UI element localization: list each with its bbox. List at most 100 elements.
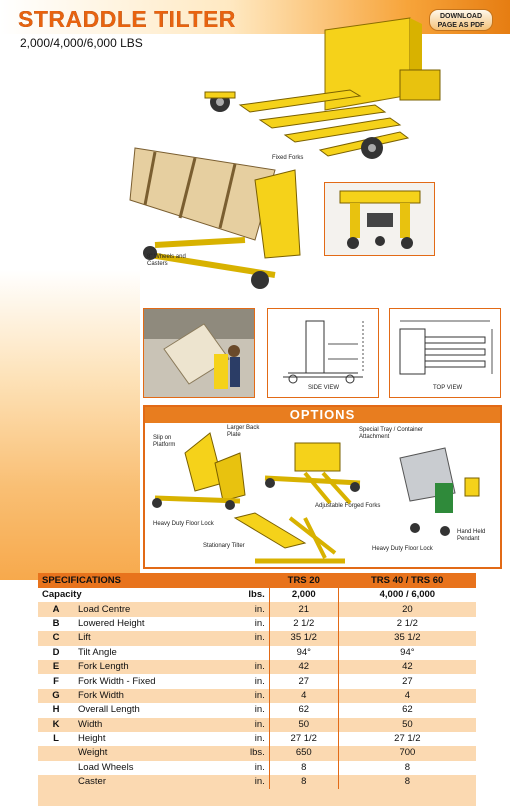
spec-letter bbox=[38, 746, 74, 761]
download-label-line2: PAGE AS PDF bbox=[437, 22, 485, 29]
spec-value-trs20: 94° bbox=[268, 645, 339, 660]
tilted-pallet-photo bbox=[125, 140, 305, 295]
table-header-row: SPECIFICATIONS TRS 20 TRS 40 / TRS 60 bbox=[38, 573, 476, 588]
spec-label: Caster bbox=[74, 775, 221, 790]
page-title: STRADDLE TILTER bbox=[18, 6, 236, 32]
spec-value-trs40-60: 2 1/2 bbox=[337, 616, 476, 632]
spec-letter: G bbox=[38, 688, 74, 704]
header-bar bbox=[0, 0, 510, 34]
spec-letter: E bbox=[38, 659, 74, 675]
option-floor-lock-right: Heavy Duty Floor Lock bbox=[372, 546, 433, 552]
spec-letter bbox=[38, 760, 74, 776]
spec-value-trs40-60: 20 bbox=[337, 602, 476, 617]
side-view-drawing: SIDE VIEW bbox=[267, 308, 379, 398]
spec-letter: C bbox=[38, 631, 74, 646]
spec-value-trs20: 21 bbox=[268, 602, 339, 617]
spec-unit: in. bbox=[220, 703, 270, 718]
main-product-photo bbox=[200, 10, 450, 170]
spec-unit: in. bbox=[220, 616, 270, 632]
option-larger-back-plate: Larger Back Plate bbox=[227, 425, 260, 438]
spec-unit: in. bbox=[220, 631, 270, 646]
spec-value-trs40-60: 27 bbox=[337, 674, 476, 689]
spec-value-trs20: 42 bbox=[268, 659, 339, 675]
top-view-drawing: TOP VIEW bbox=[389, 308, 501, 398]
spec-label: Fork Length bbox=[74, 659, 221, 675]
spec-value-trs20: 650 bbox=[268, 746, 339, 761]
specifications-panel: SPECIFICATIONS TRS 20 TRS 40 / TRS 60 Ca… bbox=[38, 573, 476, 806]
spec-value-trs20: 50 bbox=[268, 717, 339, 732]
spec-value-trs20: 27 1/2 bbox=[268, 731, 339, 747]
decorative-gradient bbox=[0, 270, 140, 580]
options-illustrations bbox=[152, 432, 480, 564]
spec-value-trs40-60: 4 bbox=[337, 688, 476, 704]
spec-unit bbox=[220, 645, 270, 660]
spec-letter: H bbox=[38, 703, 74, 718]
spec-value-trs20: 8 bbox=[268, 760, 339, 776]
download-label-line1: DOWNLOAD bbox=[440, 13, 482, 20]
options-title: OPTIONS bbox=[145, 407, 500, 423]
spec-letter: F bbox=[38, 674, 74, 689]
specifications-table: SPECIFICATIONS TRS 20 TRS 40 / TRS 60 Ca… bbox=[38, 573, 476, 790]
fixed-forks-callout: Fixed Forks bbox=[272, 155, 304, 161]
spec-value-trs40-60: 62 bbox=[337, 703, 476, 718]
spec-label: Load Centre bbox=[74, 602, 221, 617]
table-row-capacity: Capacity lbs. 2,000 4,000 / 6,000 bbox=[38, 588, 476, 603]
detail-photo bbox=[324, 182, 435, 256]
spec-value-trs20: 2 1/2 bbox=[268, 616, 339, 632]
option-floor-lock-left: Heavy Duty Floor Lock bbox=[153, 521, 214, 527]
spec-value-trs40-60: 8 bbox=[337, 775, 476, 790]
spec-value-trs40-60: 27 1/2 bbox=[337, 731, 476, 747]
spec-value-trs40-60: 94° bbox=[337, 645, 476, 660]
spec-label: Width bbox=[74, 717, 221, 732]
option-slip-on-platform: Slip on Platform bbox=[153, 435, 176, 448]
spec-unit: in. bbox=[220, 760, 270, 776]
spec-letter: D bbox=[38, 645, 74, 660]
spec-unit: in. bbox=[220, 717, 270, 732]
spec-label: Tilt Angle bbox=[74, 645, 221, 660]
spec-header-trs40-60: TRS 40 / TRS 60 bbox=[338, 573, 476, 588]
spec-letter: A bbox=[38, 602, 74, 617]
spec-value-trs40-60: 42 bbox=[337, 659, 476, 675]
option-special-tray: Special Tray / Container Attachment bbox=[359, 427, 424, 440]
spec-value-trs20: 8 bbox=[268, 775, 339, 790]
spec-label: Lift bbox=[74, 631, 221, 646]
spec-label: Fork Width bbox=[74, 688, 221, 704]
spec-label: Load Wheels bbox=[74, 760, 221, 776]
capacity-label: Capacity bbox=[38, 588, 221, 603]
spec-header-label: SPECIFICATIONS bbox=[38, 573, 270, 588]
spec-letter: L bbox=[38, 731, 74, 747]
spec-letter: K bbox=[38, 717, 74, 732]
operator-photo bbox=[143, 308, 255, 398]
capacity-unit: lbs. bbox=[220, 588, 270, 603]
spec-label: Fork Width - Fixed bbox=[74, 674, 221, 689]
spec-header-trs20: TRS 20 bbox=[269, 573, 339, 588]
capacity-trs40-60: 4,000 / 6,000 bbox=[337, 588, 476, 603]
spec-unit: in. bbox=[220, 674, 270, 689]
spec-unit: in. bbox=[220, 775, 270, 790]
download-pdf-button[interactable]: DOWNLOAD PAGE AS PDF bbox=[429, 9, 493, 31]
spec-value-trs40-60: 50 bbox=[337, 717, 476, 732]
spec-letter bbox=[38, 775, 74, 790]
spec-label: Height bbox=[74, 731, 221, 747]
option-hand-held-pendant: Hand Held Pendant bbox=[457, 529, 486, 542]
spec-value-trs40-60: 8 bbox=[337, 760, 476, 776]
spec-unit: in. bbox=[220, 659, 270, 675]
options-panel: OPTIONS Slip on Platform Larger Back Pla… bbox=[143, 405, 502, 569]
spec-label: Lowered Height bbox=[74, 616, 221, 632]
top-view-label: TOP VIEW bbox=[433, 385, 463, 391]
option-adjustable-forks: Adjustable Forged Forks bbox=[315, 503, 381, 509]
spec-value-trs20: 27 bbox=[268, 674, 339, 689]
option-stationary-tilter: Stationary Tilter bbox=[203, 543, 245, 549]
